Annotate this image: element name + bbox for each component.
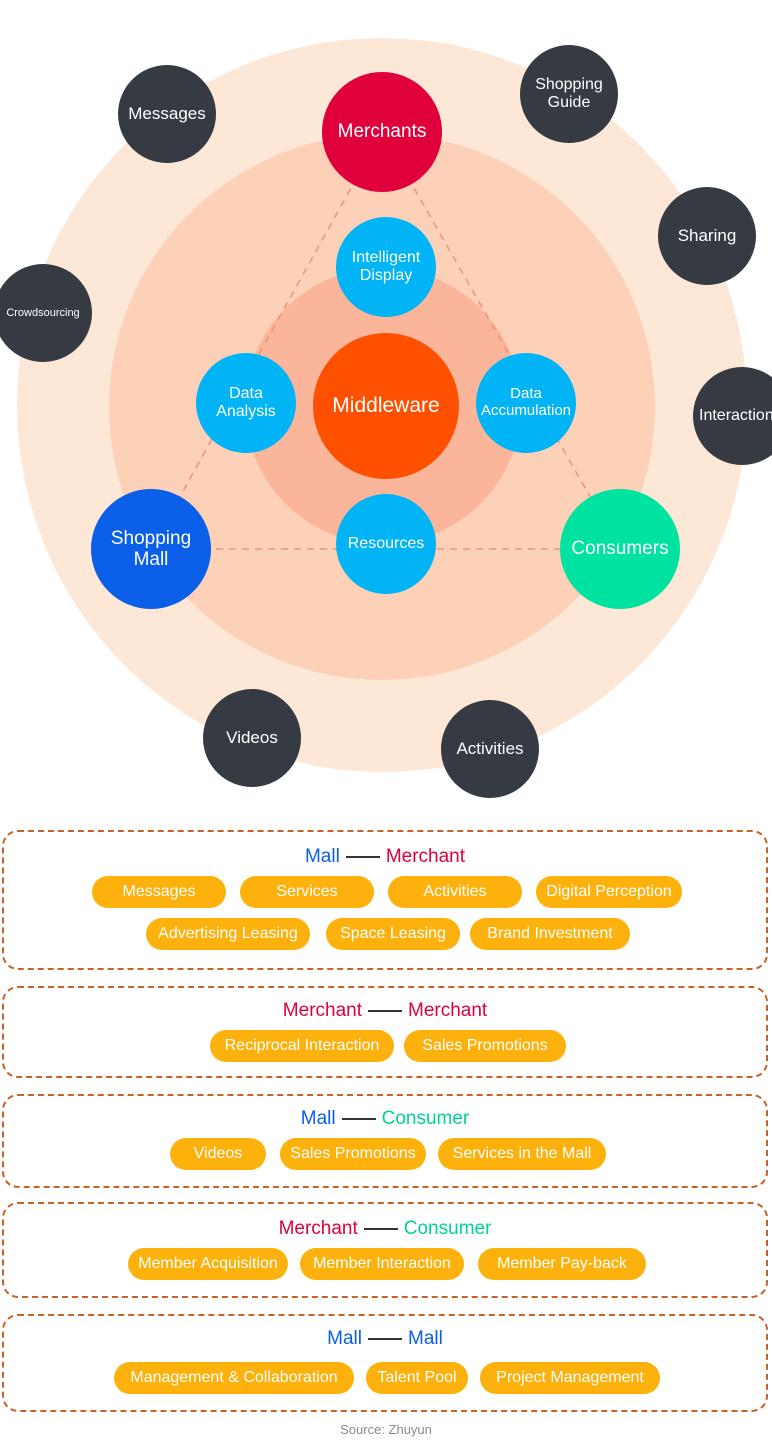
section-mall-consumer: Mall Consumer Videos Sales Promotions Se… <box>2 1094 768 1188</box>
tag-space-leasing: Space Leasing <box>326 918 460 950</box>
tag-brand-investment: Brand Investment <box>470 918 630 950</box>
section-title: Merchant Merchant <box>4 1000 766 1022</box>
section-title: Merchant Consumer <box>4 1218 766 1240</box>
messages-label: Messages <box>128 104 206 124</box>
section-title: Mall Merchant <box>4 846 766 868</box>
title-connector <box>345 856 380 858</box>
data-accumulation-node: Data Accumulation <box>476 353 576 453</box>
consumers-label: Consumers <box>571 538 669 560</box>
resources-label: Resources <box>347 535 425 553</box>
title-connector <box>341 1118 376 1120</box>
videos-node: Videos <box>203 689 301 787</box>
title-connector <box>368 1338 402 1340</box>
title-right: Consumer <box>403 1218 492 1239</box>
tag-messages: Messages <box>92 876 226 908</box>
resources-node: Resources <box>336 494 436 594</box>
data-analysis-node: Data Analysis <box>196 353 296 453</box>
title-right: Merchant <box>385 846 466 867</box>
title-right: Merchant <box>408 1000 488 1021</box>
tag-member-acquisition: Member Acquisition <box>128 1248 288 1280</box>
section-merchant-merchant: Merchant Merchant Reciprocal Interaction… <box>2 986 768 1078</box>
sharing-node: Sharing <box>658 187 756 285</box>
title-left: Merchant <box>278 1218 358 1239</box>
tag-talent-pool: Talent Pool <box>366 1362 468 1394</box>
line-merchants-mall <box>150 131 383 550</box>
tag-services: Services <box>240 876 374 908</box>
interaction-label: Interaction <box>699 407 772 425</box>
intelligent-display-label: Intelligent Display <box>351 249 421 284</box>
line-merchants-consumers <box>381 131 621 550</box>
tag-activities: Activities <box>388 876 522 908</box>
middleware-node: Middleware <box>313 333 459 479</box>
shopping-mall-node: Shopping Mall <box>91 489 211 609</box>
tag-member-interaction: Member Interaction <box>300 1248 464 1280</box>
shopping-mall-label: Shopping Mall <box>110 527 192 570</box>
data-analysis-label: Data Analysis <box>216 385 276 420</box>
sharing-label: Sharing <box>677 226 737 246</box>
tag-sales-promotions: Sales Promotions <box>404 1030 566 1062</box>
messages-node: Messages <box>118 65 216 163</box>
section-title: Mall Mall <box>4 1328 766 1350</box>
section-title: Mall Consumer <box>4 1108 766 1130</box>
title-left: Mall <box>327 1328 362 1349</box>
merchants-label: Merchants <box>337 121 427 143</box>
activities-label: Activities <box>456 739 524 759</box>
tag-member-pay-back: Member Pay-back <box>478 1248 646 1280</box>
crowdsourcing-label: Crowdsourcing <box>6 306 80 319</box>
activities-node: Activities <box>441 700 539 798</box>
tag-videos: Videos <box>170 1138 266 1170</box>
tag-services-in-the-mall: Services in the Mall <box>438 1138 606 1170</box>
section-mall-mall: Mall Mall Management & Collaboration Tal… <box>2 1314 768 1412</box>
shopping-guide-label: Shopping Guide <box>535 76 603 111</box>
source-caption: Source: Zhuyun <box>340 1422 432 1437</box>
intelligent-display-node: Intelligent Display <box>336 217 436 317</box>
section-mall-merchant: Mall Merchant Messages Services Activiti… <box>2 830 768 970</box>
data-accumulation-label: Data Accumulation <box>480 385 572 419</box>
title-right: Consumer <box>381 1108 470 1129</box>
title-left: Mall <box>300 1108 336 1129</box>
tag-management-collaboration: Management & Collaboration <box>114 1362 354 1394</box>
tag-advertising-leasing: Advertising Leasing <box>146 918 310 950</box>
title-left: Merchant <box>282 1000 362 1021</box>
merchants-node: Merchants <box>322 72 442 192</box>
tag-sales-promotions: Sales Promotions <box>280 1138 426 1170</box>
videos-label: Videos <box>226 728 278 748</box>
crowdsourcing-node: Crowdsourcing <box>0 264 92 362</box>
section-merchant-consumer: Merchant Consumer Member Acquisition Mem… <box>2 1202 768 1298</box>
tag-project-management: Project Management <box>480 1362 660 1394</box>
title-right: Mall <box>408 1328 443 1349</box>
middleware-label: Middleware <box>332 394 440 418</box>
title-connector <box>368 1010 402 1012</box>
tag-digital-perception: Digital Perception <box>536 876 682 908</box>
interaction-node: Interaction <box>693 367 772 465</box>
title-left: Mall <box>304 846 340 867</box>
ecosystem-diagram: Middleware Merchants Shopping Mall Consu… <box>0 38 772 798</box>
title-connector <box>363 1228 398 1230</box>
consumers-node: Consumers <box>560 489 680 609</box>
tag-reciprocal-interaction: Reciprocal Interaction <box>210 1030 394 1062</box>
shopping-guide-node: Shopping Guide <box>520 45 618 143</box>
